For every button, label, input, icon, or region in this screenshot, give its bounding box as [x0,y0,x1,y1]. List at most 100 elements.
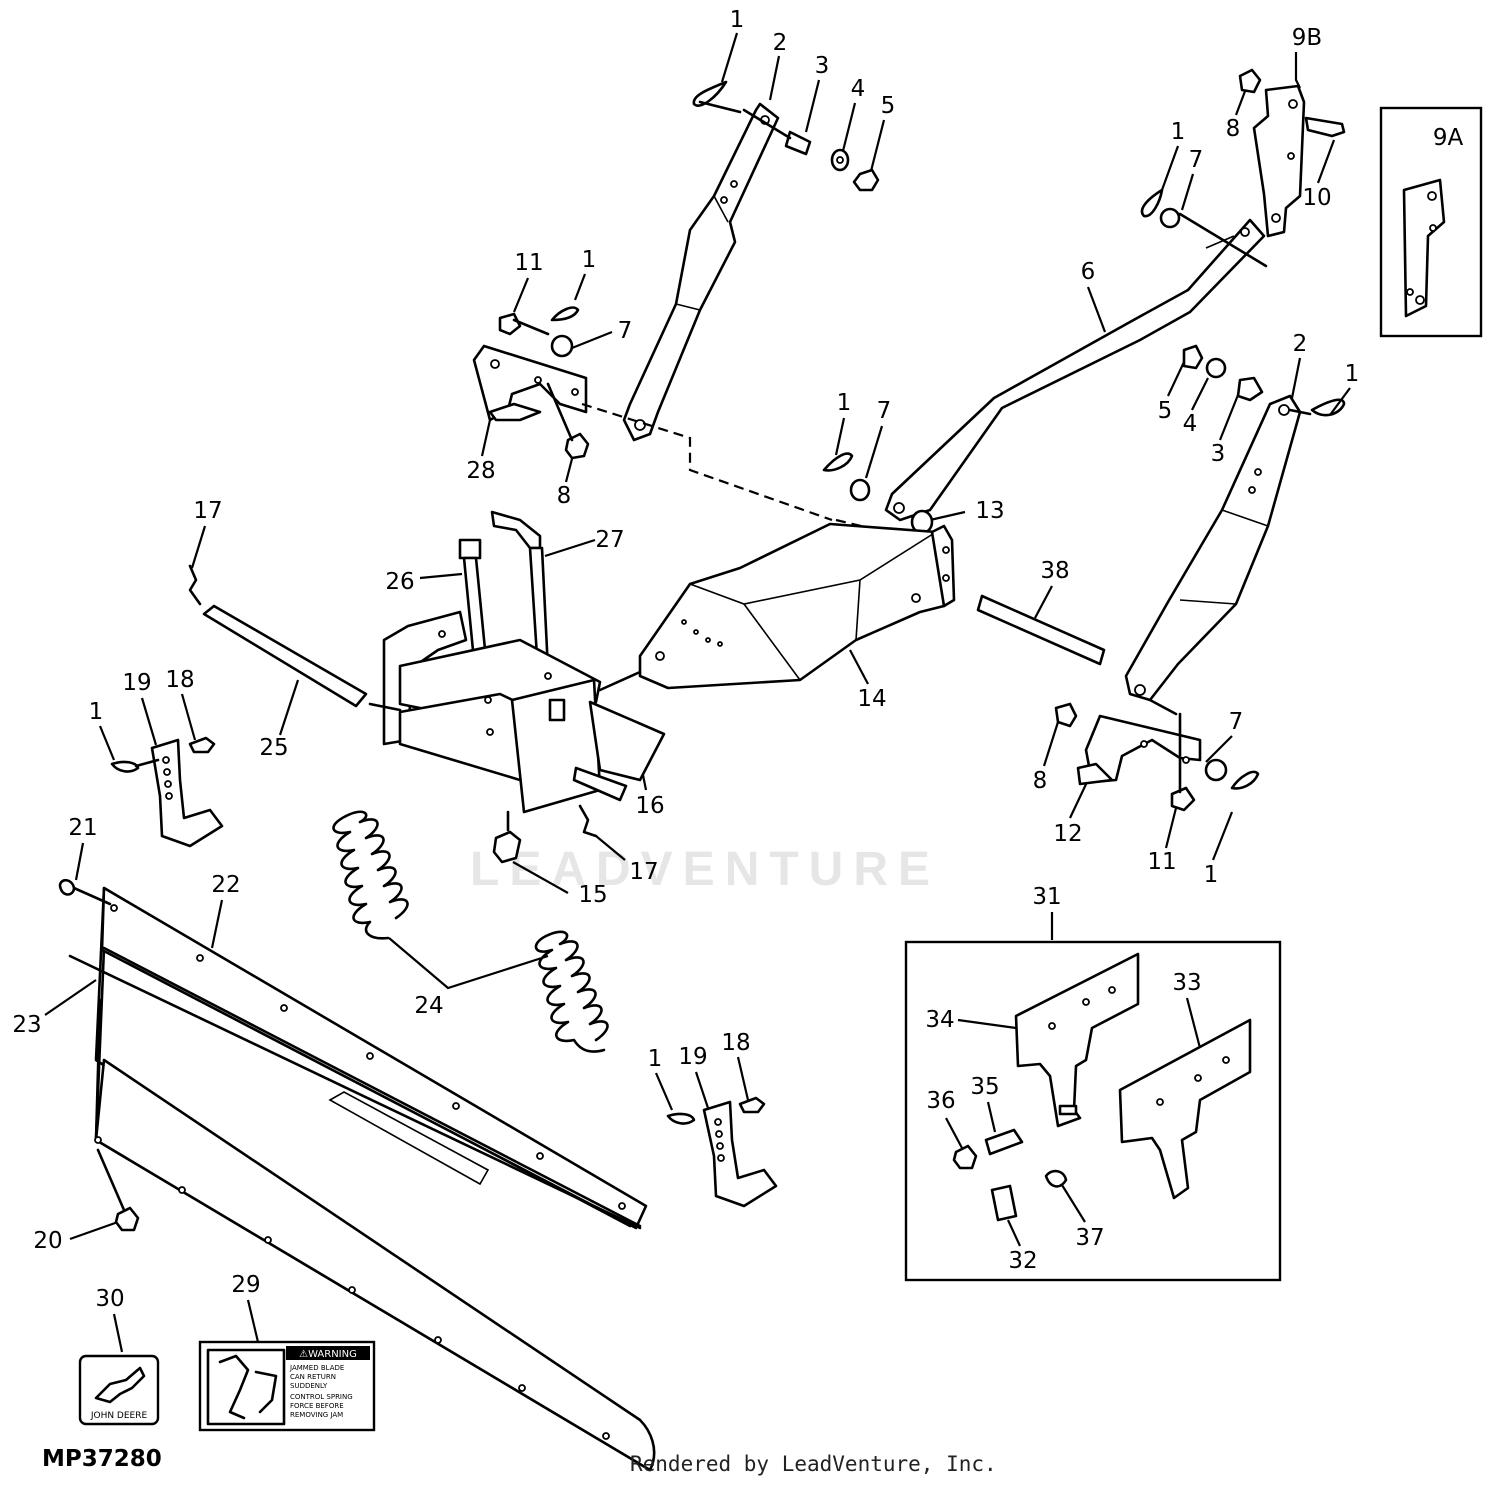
callout-1: 1 [1345,361,1360,387]
callout-1: 1 [89,699,104,725]
callout-10: 10 [1302,185,1331,211]
warning-decal-29: ⚠WARNING JAMMED BLADE CAN RETURN SUDDENL… [198,1340,376,1432]
callout-3: 3 [815,53,830,79]
bracket-9b [1238,68,1346,238]
bracket-9a-inset [1379,106,1483,338]
callout-5: 5 [1158,398,1173,424]
callout-11: 11 [1147,849,1176,875]
callout-17: 17 [193,498,222,524]
spring-pin [188,564,202,606]
callout-33: 33 [1172,970,1201,996]
spring-pin [578,804,598,838]
pin-washer-13 [822,452,934,535]
carriage-bolt-21 [58,878,76,896]
callout-8: 8 [1226,116,1241,142]
callout-7: 7 [877,398,892,424]
callout-34: 34 [925,1007,954,1033]
decal-header: ⚠WARNING [299,1349,357,1360]
spring-24-right [534,930,609,1053]
callout-8: 8 [1033,768,1048,794]
callout-37: 37 [1075,1225,1104,1251]
callout-13: 13 [975,498,1004,524]
callout-16: 16 [635,793,664,819]
callout-35: 35 [970,1074,999,1100]
callout-25: 25 [259,735,288,761]
callout-5: 5 [881,93,896,119]
callout-7: 7 [1229,709,1244,735]
mount-bracket-12 [1054,698,1260,812]
callout-29: 29 [231,1272,260,1298]
decal-line: FORCE BEFORE [290,1402,344,1410]
callout-1: 1 [582,247,597,273]
callout-9a: 9A [1433,125,1464,151]
callout-15: 15 [578,882,607,908]
callout-18: 18 [165,667,194,693]
render-credit: Rendered by LeadVenture, Inc. [630,1452,997,1476]
callout-7: 7 [618,318,633,344]
hook-19-right [666,1096,778,1208]
callout-1: 1 [730,7,745,33]
callout-23: 23 [12,1012,41,1038]
logo-text: JOHN DEERE [90,1411,148,1421]
nut-20 [114,1206,140,1232]
callout-26: 26 [385,569,414,595]
assembly-line [581,402,833,522]
hair-pin-clip [692,80,742,114]
callout-21: 21 [68,815,97,841]
decal-line: CONTROL SPRING [290,1393,353,1401]
callout-24: 24 [414,993,443,1019]
callout-2: 2 [1293,331,1308,357]
diagram-code: MP37280 [42,1446,162,1472]
callout-28: 28 [466,458,495,484]
callout-30: 30 [95,1286,124,1312]
lift-arm-rod-6 [884,212,1268,522]
kit-31-inset [904,940,1282,1282]
watermark: LEADVENTURE [470,843,941,896]
callout-8: 8 [557,483,572,509]
callout-27: 27 [595,527,624,553]
callout-38: 38 [1040,558,1069,584]
pivot-rod-38 [976,594,1106,666]
callout-3: 3 [1211,441,1226,467]
nut-15 [492,830,522,864]
decal-line: JAMMED BLADE [289,1364,344,1372]
spring-24-left [332,810,409,940]
push-frame-14 [638,522,956,690]
callout-1: 1 [648,1046,663,1072]
callout-1: 1 [1171,119,1186,145]
john-deere-logo-30: JOHN DEERE [78,1354,160,1426]
hair-pin-clip [1140,188,1164,218]
callout-11: 11 [514,250,543,276]
callout-14: 14 [857,686,886,712]
callout-22: 22 [211,872,240,898]
decal-line: REMOVING JAM [290,1411,343,1419]
callout-17: 17 [629,859,658,885]
callout-4: 4 [1183,411,1198,437]
callout-19: 19 [122,670,151,696]
decal-line: SUDDENLY [290,1382,328,1390]
callout-12: 12 [1053,821,1082,847]
callout-1: 1 [837,390,852,416]
callout-31: 31 [1032,884,1061,910]
callout-6: 6 [1081,259,1096,285]
callout-1: 1 [1204,862,1219,888]
callout-18: 18 [721,1030,750,1056]
callout-labels: 1 2 3 4 5 9B 8 10 9A 1 7 6 11 1 7 28 8 2… [12,7,1463,1312]
leader-lines [44,32,1351,1353]
callout-2: 2 [773,30,788,56]
callout-4: 4 [851,76,866,102]
hook-19-left [110,736,224,848]
callout-7: 7 [1189,147,1204,173]
callout-36: 36 [926,1088,955,1114]
hitch-bracket [368,610,666,814]
callout-32: 32 [1008,1248,1037,1274]
bolt-washer-nut-left [742,108,880,192]
decal-line: CAN RETURN [290,1373,336,1381]
rod-25 [202,604,368,708]
callout-19: 19 [678,1044,707,1070]
washer [1159,207,1181,229]
lift-arm-left [622,102,780,442]
lift-arm-right [1124,344,1346,702]
callout-9b: 9B [1292,25,1322,51]
